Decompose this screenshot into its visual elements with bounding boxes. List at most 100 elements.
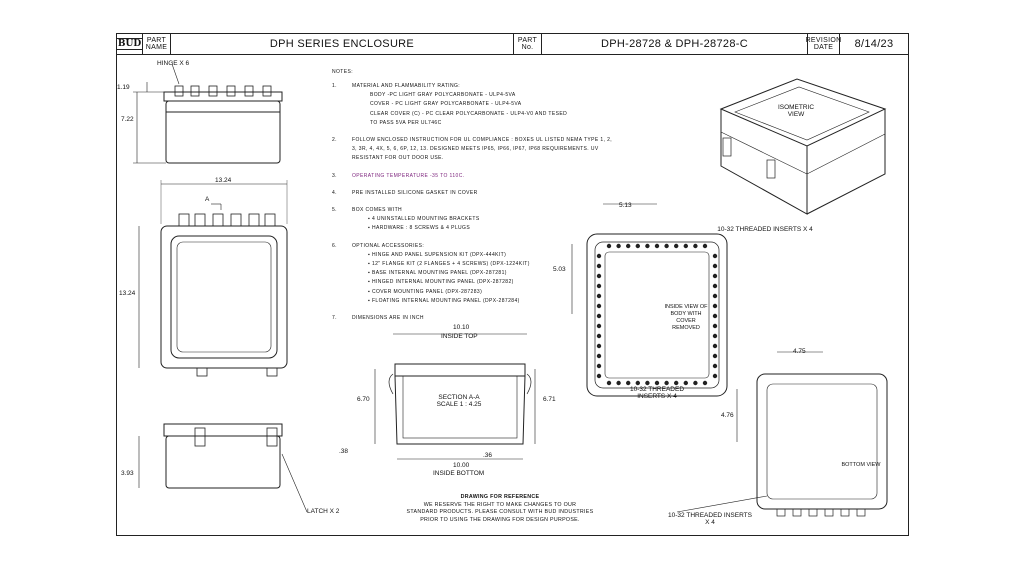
bolt-hole bbox=[606, 380, 612, 386]
bolt-hole bbox=[596, 333, 602, 339]
dim-section-right: 6.71 bbox=[543, 396, 556, 403]
part-number: DPH-28728 & DPH-28728-C bbox=[542, 34, 808, 55]
note-number: 5. bbox=[332, 207, 337, 213]
dim-inside-w: 5.13 bbox=[619, 202, 632, 209]
bolt-hole bbox=[616, 243, 621, 249]
dim-inside-bottom: 10.00 bbox=[453, 462, 470, 469]
bolt-hole bbox=[606, 243, 612, 249]
hinge-callout: HINGE X 6 bbox=[157, 60, 190, 67]
bottom-view-label: BOTTOM VIEW bbox=[841, 462, 881, 468]
note-line: OPTIONAL ACCESSORIES: bbox=[352, 242, 425, 249]
bolt-hole bbox=[654, 380, 660, 386]
bolt-hole bbox=[626, 243, 631, 249]
bolt-hole bbox=[664, 243, 669, 249]
bolt-hole bbox=[712, 333, 718, 339]
bolt-hole bbox=[596, 323, 602, 329]
bolt-hole bbox=[596, 273, 602, 279]
isometric-view bbox=[719, 78, 887, 215]
reference-disclaimer: DRAWING FOR REFERENCE WE RESERVE THE RIG… bbox=[406, 494, 594, 523]
dim-top-height: 13.24 bbox=[119, 290, 136, 297]
bolt-hole bbox=[596, 363, 602, 369]
dim-side-1: 1.19 bbox=[117, 84, 130, 91]
bolt-hole bbox=[683, 243, 688, 249]
insert-callout-bottom: 10-32 THREADED INSERTS X 4 bbox=[629, 386, 685, 400]
note-line: ▪ HINGE AND PANEL SUPENSION KIT (DPX-444… bbox=[368, 251, 507, 258]
inside-view-bolt-holes bbox=[596, 243, 718, 386]
latch-callout: LATCH X 2 bbox=[307, 508, 340, 515]
bolt-hole bbox=[616, 380, 621, 386]
bolt-hole bbox=[712, 253, 718, 259]
bolt-hole bbox=[674, 380, 679, 386]
bolt-hole bbox=[635, 380, 640, 386]
dim-top-width: 13.24 bbox=[215, 177, 232, 184]
dim-bottom-h: 4.76 bbox=[721, 412, 734, 419]
inside-view-label: INSIDE VIEW OF BODY WITH COVER REMOVED bbox=[664, 304, 708, 331]
dim-bottom-w: 4.75 bbox=[793, 348, 806, 355]
bolt-hole bbox=[596, 253, 602, 259]
note-line: FOLLOW ENCLOSED INSTRUCTION FOR UL COMPL… bbox=[352, 137, 613, 143]
bottom-view bbox=[676, 351, 888, 517]
section-marker: A bbox=[205, 196, 210, 203]
dim-section-left: 6.70 bbox=[357, 396, 370, 403]
bolt-hole bbox=[664, 380, 669, 386]
revision-label: REVISION DATE bbox=[806, 34, 841, 55]
note-number: 1. bbox=[332, 83, 337, 89]
note-line: ▪ FLOATING INTERNAL MOUNTING PANEL (DPX-… bbox=[368, 297, 520, 304]
part-no-label: PART No. bbox=[514, 34, 542, 55]
note-line: TO PASS 5VA PER UL746C bbox=[370, 119, 442, 126]
bolt-hole bbox=[626, 380, 631, 386]
note-line: OPERATING TEMPERATURE -35 TO 110C. bbox=[352, 172, 465, 179]
bolt-hole bbox=[712, 323, 718, 329]
bolt-hole bbox=[712, 313, 718, 319]
bolt-hole bbox=[712, 373, 718, 379]
bolt-hole bbox=[635, 243, 640, 249]
dim-side-2: 7.22 bbox=[121, 116, 134, 123]
insert-callout-bottom-view: 10-32 THREADED INSERTS X 4 bbox=[668, 512, 752, 526]
side-view bbox=[133, 63, 283, 164]
note-line: COVER - PC LIGHT GRAY POLYCARBONATE - UL… bbox=[370, 101, 522, 108]
bolt-hole bbox=[596, 313, 602, 319]
note-line: BODY -PC LIGHT GRAY POLYCARBONATE - ULP4… bbox=[370, 92, 516, 99]
bolt-hole bbox=[712, 353, 718, 359]
bolt-hole bbox=[654, 243, 660, 249]
bolt-hole bbox=[712, 303, 718, 309]
note-line: PRE INSTALLED SILICONE GASKET IN COVER bbox=[352, 189, 478, 196]
notes-heading: NOTES: bbox=[332, 69, 354, 75]
company-logo: BUD bbox=[115, 34, 144, 55]
bolt-hole bbox=[645, 243, 650, 249]
bolt-hole bbox=[596, 343, 602, 349]
bolt-hole bbox=[712, 263, 718, 269]
note-line: BOX COMES WITH bbox=[352, 207, 403, 213]
bolt-hole bbox=[596, 303, 602, 309]
bolt-hole bbox=[693, 243, 698, 249]
dim-wall: .38 bbox=[339, 448, 349, 455]
note-number: 3. bbox=[332, 172, 337, 179]
label-inside-bottom: INSIDE BOTTOM bbox=[433, 470, 485, 477]
drawing-sheet: BUD PART NAME DPH SERIES ENCLOSURE PART … bbox=[115, 33, 909, 536]
drawing-canvas bbox=[133, 63, 888, 517]
bolt-hole bbox=[712, 273, 718, 279]
note-line: 3, 3R, 4, 4X, 5, 6, 6P, 12, 13. DESIGNED… bbox=[352, 146, 599, 153]
dim-inside-top: 10.10 bbox=[453, 324, 470, 331]
note-line: CLEAR COVER (C) - PC CLEAR POLYCARBONATE… bbox=[370, 110, 568, 117]
bolt-hole bbox=[596, 373, 602, 379]
note-line: ▪ BASE INTERNAL MOUNTING PANEL (DPX-2872… bbox=[368, 270, 507, 277]
dim-base: .36 bbox=[483, 452, 493, 459]
label-inside-top: INSIDE TOP bbox=[441, 333, 478, 340]
part-name: DPH SERIES ENCLOSURE bbox=[171, 34, 514, 55]
bolt-hole bbox=[693, 380, 698, 386]
note-line: ▪ HINGED INTERNAL MOUNTING PANEL (DPX-28… bbox=[368, 279, 514, 286]
bolt-hole bbox=[702, 243, 708, 249]
insert-callout-top: 10-32 THREADED INSERTS X 4 bbox=[717, 226, 813, 233]
bolt-hole bbox=[596, 283, 602, 289]
bolt-hole bbox=[596, 293, 602, 299]
note-line: ▪ 4 UNINSTALLED MOUNTING BRACKETS bbox=[368, 216, 480, 223]
part-name-label: PART NAME bbox=[143, 34, 171, 55]
dim-front-height: 3.93 bbox=[121, 470, 134, 477]
note-line: RESISTANT FOR OUT DOOR USE. bbox=[352, 155, 444, 162]
note-number: 2. bbox=[332, 137, 337, 143]
bolt-hole bbox=[596, 353, 602, 359]
bolt-hole bbox=[683, 380, 688, 386]
revision-date: 8/14/23 bbox=[840, 34, 908, 55]
